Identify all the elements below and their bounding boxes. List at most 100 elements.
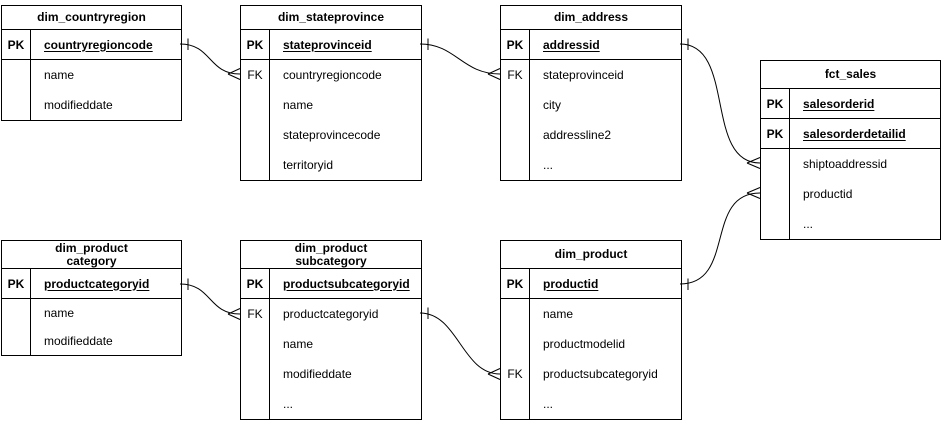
- crow-foot-many-icon: [746, 187, 761, 199]
- key-badge: [2, 60, 31, 90]
- fk-row: FK productcategoryid: [241, 299, 421, 329]
- key-badge: FK: [241, 299, 270, 329]
- attribute-row: ...: [501, 150, 681, 180]
- entity-dim-address: dim_address PK addressid FK stateprovinc…: [500, 5, 682, 181]
- edge-line: [179, 283, 241, 315]
- entity-title: dim_stateprovince: [241, 6, 421, 30]
- attribute-name: ...: [543, 397, 554, 411]
- key-badge: [2, 90, 31, 120]
- relationship-productsubcategory-product: [419, 307, 501, 380]
- entity-title: dim_product subcategory: [241, 241, 421, 269]
- attribute-name: stateprovincecode: [283, 128, 381, 142]
- attribute-name: salesorderdetailid: [803, 126, 906, 141]
- attribute-row: name: [2, 299, 181, 327]
- attribute-row: modifieddate: [241, 359, 421, 389]
- attribute-row: ...: [241, 389, 421, 419]
- attribute-name: territoryid: [283, 158, 334, 172]
- attribute-row: name: [241, 90, 421, 120]
- entity-title: dim_countryregion: [2, 6, 181, 30]
- key-badge: PK: [2, 269, 31, 298]
- attribute-name: productid: [543, 276, 599, 291]
- attribute-row: shiptoaddressid: [761, 149, 940, 179]
- attribute-row: ...: [501, 389, 681, 419]
- entity-title: dim_product: [501, 241, 681, 269]
- attribute-name: countryregioncode: [44, 37, 153, 52]
- key-badge: [241, 329, 270, 359]
- pk-row: PK stateprovinceid: [241, 30, 421, 60]
- entity-dim-stateprovince: dim_stateprovince PK stateprovinceid FK …: [240, 5, 422, 181]
- attribute-row: territoryid: [241, 150, 421, 180]
- pk-row: PK salesorderid: [761, 89, 940, 119]
- attribute-row: ...: [761, 209, 940, 239]
- attribute-name: productmodelid: [543, 337, 626, 351]
- entity-dim-countryregion: dim_countryregion PK countryregioncode n…: [1, 5, 182, 121]
- key-badge: FK: [501, 359, 530, 389]
- entity-title: fct_sales: [761, 61, 940, 89]
- attribute-row: name: [241, 329, 421, 359]
- key-badge: [501, 299, 530, 329]
- attribute-name: stateprovinceid: [543, 68, 624, 82]
- edge-line: [179, 43, 241, 75]
- key-badge: PK: [2, 30, 31, 59]
- attribute-name: shiptoaddressid: [803, 157, 888, 171]
- crow-foot-many-icon: [227, 68, 241, 80]
- edge-line: [679, 43, 761, 164]
- key-badge: [241, 389, 270, 419]
- key-badge: [761, 149, 790, 179]
- attribute-row: modifieddate: [2, 327, 181, 355]
- fk-row: FK stateprovinceid: [501, 60, 681, 90]
- pk-row: PK addressid: [501, 30, 681, 60]
- key-badge: [2, 327, 31, 355]
- attribute-name: addressline2: [543, 128, 612, 142]
- attribute-name: ...: [543, 158, 554, 172]
- key-badge: FK: [501, 60, 530, 90]
- attribute-name: ...: [283, 397, 294, 411]
- pk-row: PK productid: [501, 269, 681, 299]
- attribute-name: city: [543, 98, 561, 112]
- attribute-name: addressid: [543, 37, 600, 52]
- relationship-product-fctsales: [679, 187, 761, 290]
- relationship-address-fctsales: [679, 38, 761, 169]
- key-badge: PK: [241, 269, 270, 298]
- relationship-productcategory-productsubcategory: [179, 278, 241, 320]
- fk-row: FK productsubcategoryid: [501, 359, 681, 389]
- key-badge: [241, 120, 270, 150]
- entity-fct-sales: fct_sales PK salesorderid PK salesorderd…: [760, 60, 941, 240]
- pk-row: PK countryregioncode: [2, 30, 181, 60]
- key-badge: PK: [501, 30, 530, 59]
- attribute-name: name: [543, 307, 574, 321]
- entity-title: dim_address: [501, 6, 681, 30]
- key-badge: [2, 299, 31, 327]
- crow-foot-many-icon: [227, 308, 241, 320]
- attribute-name: productid: [803, 187, 853, 201]
- key-badge: [241, 150, 270, 180]
- pk-row: PK salesorderdetailid: [761, 119, 940, 149]
- key-badge: PK: [761, 89, 790, 118]
- pk-row: PK productcategoryid: [2, 269, 181, 299]
- attribute-row: name: [2, 60, 181, 90]
- attribute-row: name: [501, 299, 681, 329]
- relationship-stateprovince-address: [419, 38, 501, 80]
- key-badge: [761, 179, 790, 209]
- key-badge: [501, 120, 530, 150]
- key-badge: [501, 150, 530, 180]
- attribute-name: countryregioncode: [283, 68, 382, 82]
- relationship-countryregion-stateprovince: [179, 38, 241, 80]
- attribute-name: name: [44, 306, 75, 320]
- crow-foot-many-icon: [487, 68, 501, 80]
- crow-foot-many-icon: [487, 368, 501, 380]
- key-badge: [241, 359, 270, 389]
- fk-row: FK countryregioncode: [241, 60, 421, 90]
- entity-dim-productcategory: dim_product category PK productcategoryi…: [1, 240, 182, 356]
- attribute-row: addressline2: [501, 120, 681, 150]
- key-badge: [501, 329, 530, 359]
- edge-line: [419, 43, 501, 75]
- crow-foot-many-icon: [746, 157, 761, 169]
- attribute-row: stateprovincecode: [241, 120, 421, 150]
- attribute-row: city: [501, 90, 681, 120]
- edge-line: [679, 192, 761, 285]
- attribute-name: name: [283, 98, 314, 112]
- attribute-row: productmodelid: [501, 329, 681, 359]
- attribute-name: modifieddate: [283, 367, 352, 381]
